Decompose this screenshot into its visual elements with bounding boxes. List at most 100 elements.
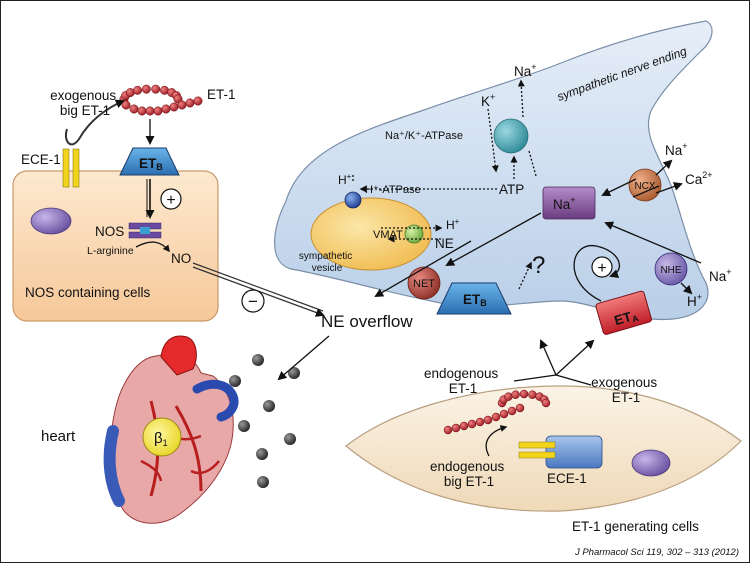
label-eta: ET: [613, 309, 634, 328]
label-ece1-right: ECE-1: [547, 471, 587, 486]
svg-text:K+: K+: [481, 92, 495, 109]
et1-bead: [153, 106, 163, 116]
label-citation: J Pharmacol Sci 119, 302 – 313 (2012): [574, 547, 739, 558]
label-h-vmat-sup: +: [455, 217, 460, 226]
label-etb-right: ET: [463, 292, 481, 307]
et1-bead: [451, 423, 461, 433]
et1-bead: [467, 419, 477, 429]
et1-bead: [443, 425, 453, 435]
label-exogenous: exogenous: [50, 88, 116, 103]
label-k: K: [481, 94, 490, 109]
label-eta-sub: A: [631, 313, 640, 325]
eta-receptor: [595, 290, 652, 335]
et1-bead: [141, 84, 151, 94]
et1-bead: [528, 390, 537, 399]
label-beta-sub: 1: [163, 438, 168, 448]
label-na-nhe-sup: +: [726, 267, 731, 277]
et1-bead: [137, 106, 147, 116]
et1-bead: [169, 102, 179, 112]
label-ne-inside: NE: [435, 236, 454, 251]
nhe-exchanger: [654, 252, 688, 286]
label-na-center: Na: [553, 197, 571, 212]
na-k-atpase-pump: [493, 118, 529, 154]
ncx-exchanger: [628, 168, 662, 202]
label-vesicle: vesicle: [312, 263, 343, 274]
label-plus-right: +: [597, 260, 606, 277]
svg-text:Na+: Na+: [709, 267, 732, 284]
label-h-nhe-sup: +: [697, 292, 702, 302]
label-net: NET: [413, 278, 435, 290]
label-et1-generating-cells: ET-1 generating cells: [572, 519, 699, 534]
svg-text:Na+: Na+: [665, 141, 688, 158]
label-nhe: NHE: [660, 265, 681, 276]
label-plus-left: +: [166, 192, 175, 209]
label-endogenous-big: endogenous: [430, 459, 505, 474]
et1-bead: [177, 100, 187, 110]
label-endogenous-et1: ET-1: [449, 381, 478, 396]
svg-text:H+: H+: [687, 292, 702, 309]
label-h-atpase: H⁺-ATPase: [365, 184, 421, 196]
beta1-receptor: [142, 417, 182, 457]
etb-receptor-right: [436, 282, 512, 315]
et1-bead: [185, 98, 195, 108]
et1-bead: [519, 389, 529, 399]
label-h-nhe: H: [687, 294, 697, 309]
et1-bead: [475, 417, 485, 427]
et1-bead: [491, 412, 501, 422]
label-heart: heart: [41, 428, 76, 445]
label-nos: NOS: [95, 224, 124, 239]
label-endogenous: endogenous: [424, 366, 499, 381]
label-na-nhe: Na: [709, 269, 727, 284]
et1-bead: [507, 406, 517, 416]
sympathetic-vesicle: [310, 197, 432, 271]
label-etb-right-sub: B: [480, 298, 487, 308]
et1-peptide-right: [443, 389, 551, 435]
minus-circle: [241, 289, 265, 313]
svg-text:exogenous ET-1: exogenous ET-1: [591, 375, 661, 405]
et1-bead: [499, 409, 509, 419]
label-na-ncx-sup: +: [682, 141, 687, 151]
et1-bead: [541, 398, 551, 408]
nos-enzyme: [128, 222, 162, 239]
label-exogenous-right: exogenous: [591, 375, 657, 390]
vmat-transporter: [404, 224, 424, 244]
et1-bead: [151, 84, 161, 94]
label-beta: β: [154, 430, 163, 447]
et1-peptide-top: [119, 84, 203, 116]
svg-text:exogenous big ET-1: exogenous big ET-1: [50, 88, 120, 118]
label-ncx: NCX: [634, 181, 655, 192]
svg-text:ETA: ETA: [613, 307, 641, 329]
et1-bead: [129, 104, 139, 114]
label-big-et1: big ET-1: [60, 103, 110, 118]
label-etb-left: ET: [139, 156, 157, 171]
et1-generating-cell: [345, 385, 742, 512]
svg-text:ETB: ETB: [139, 156, 163, 172]
label-nos-cells: NOS containing cells: [25, 285, 151, 300]
label-question: ?: [532, 252, 545, 279]
label-ca-sup: 2+: [702, 170, 712, 180]
etb-receptor-left: [119, 147, 180, 176]
svg-text:sympathetic vesicle: sympathetic vesicle: [299, 251, 355, 274]
label-atp: ATP: [499, 182, 524, 197]
et1-bead: [161, 104, 171, 114]
et1-bead: [193, 96, 203, 106]
ece1-right-enzyme: [518, 435, 603, 469]
et1-bead: [133, 85, 142, 95]
label-etb-left-sub: B: [156, 162, 163, 172]
label-h-vmat: H: [446, 218, 455, 232]
label-h-top-sup: +: [347, 172, 352, 181]
label-ece1-left: ECE-1: [21, 152, 61, 167]
svg-text:Ca2+: Ca2+: [685, 170, 713, 187]
label-na-top-sup: +: [531, 62, 536, 72]
label-minus: −: [248, 292, 258, 311]
et1-cell-nucleus: [631, 449, 671, 477]
label-big-et1-right: big ET-1: [444, 474, 494, 489]
label-ne-overflow: NE overflow: [321, 312, 413, 331]
label-no: NO: [171, 251, 191, 266]
et1-bead: [515, 403, 525, 413]
ece1-left-enzyme: [62, 148, 80, 188]
label-na-ncx: Na: [665, 143, 683, 158]
na-intracellular-box: [542, 186, 596, 220]
